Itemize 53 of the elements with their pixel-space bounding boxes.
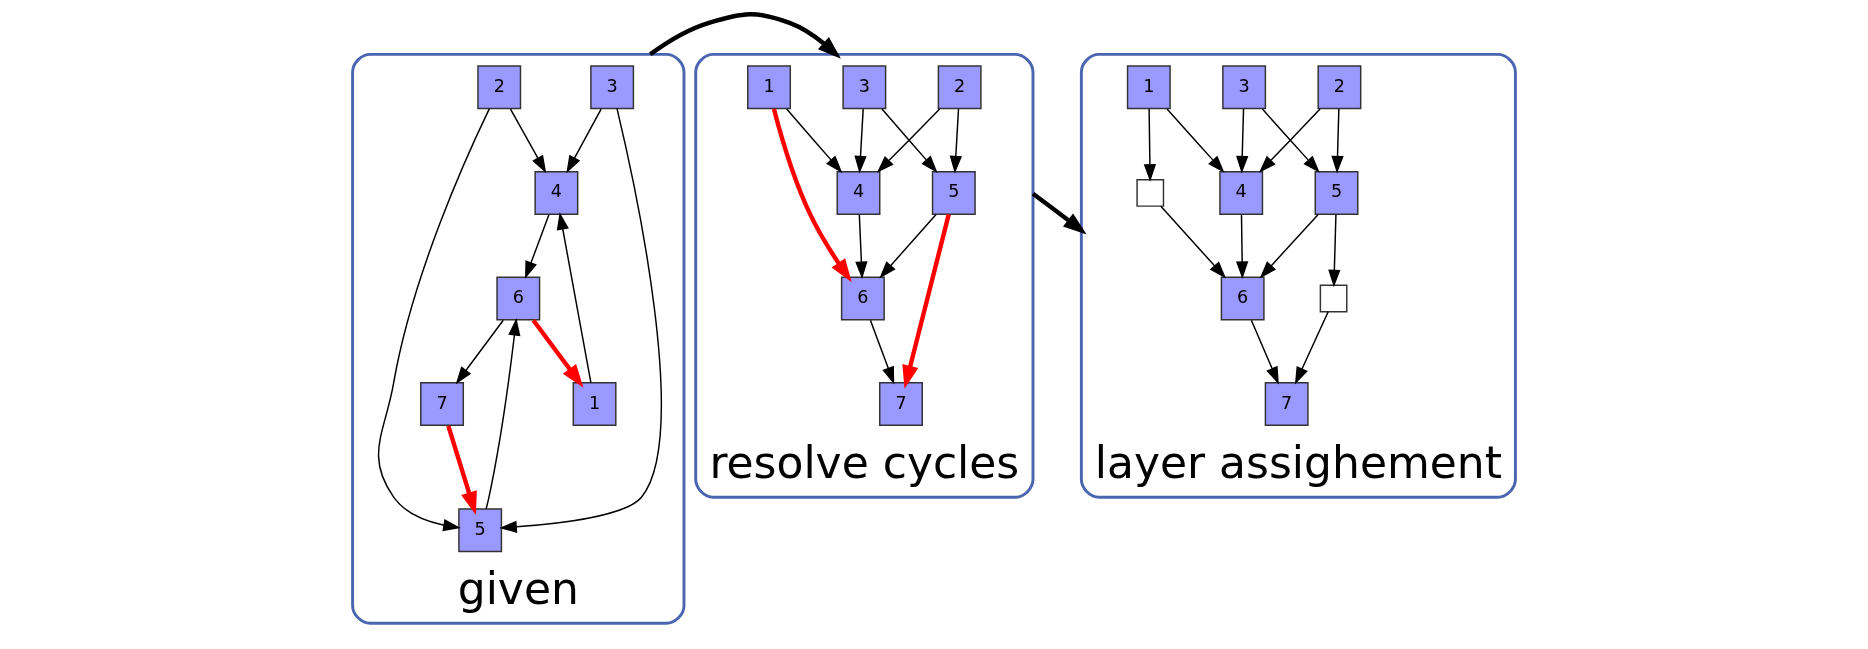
node-box: 3 [842,65,887,110]
node-box: 5 [458,508,503,553]
arrow [1250,319,1279,385]
node-box: 6 [496,276,541,321]
arrow [1166,108,1225,173]
node-box: 7 [879,382,923,427]
arrow [785,108,843,173]
node-box: 1 [572,382,617,427]
node-box: 3 [1222,65,1267,110]
arrow [902,213,951,389]
node-box: 6 [1220,276,1265,321]
node-box: 1 [1126,65,1171,110]
node-box: 2 [937,65,982,110]
node-box: 3 [590,65,635,110]
node-box: 6 [840,276,885,321]
node-box: 7 [1264,382,1309,427]
arrow [525,213,550,279]
arrow [455,319,504,385]
node-box: 5 [1314,170,1359,215]
arrow [485,318,521,510]
node-box: 4 [534,170,579,215]
arrow [1328,213,1341,288]
node-box [1136,179,1165,207]
node-box: 4 [836,170,881,215]
arrow [566,108,602,174]
node-box [1319,284,1348,313]
node-box: 5 [931,170,976,215]
arrow [377,108,491,532]
arrow [499,107,662,533]
node-box: 2 [477,65,522,110]
arrow [446,425,477,516]
node-box: 4 [1219,170,1264,215]
arrow [1259,213,1319,279]
arrow [949,108,962,174]
arrow [1294,311,1329,385]
node-box: 1 [747,65,792,110]
arrow [869,319,895,385]
arrow [509,108,547,174]
arrow [1331,108,1344,174]
arrow [1236,213,1249,279]
arrow [1031,192,1087,235]
arrow [556,212,592,384]
arrow [1160,205,1227,279]
arrow [1143,108,1157,182]
arrow [854,108,867,174]
arrow [648,12,841,59]
arrow [855,213,868,279]
arrow [1236,108,1249,174]
node-box: 7 [420,382,465,427]
node-box: 2 [1317,65,1362,110]
arrow [531,318,584,388]
arrow [771,108,852,283]
arrow [879,213,937,279]
